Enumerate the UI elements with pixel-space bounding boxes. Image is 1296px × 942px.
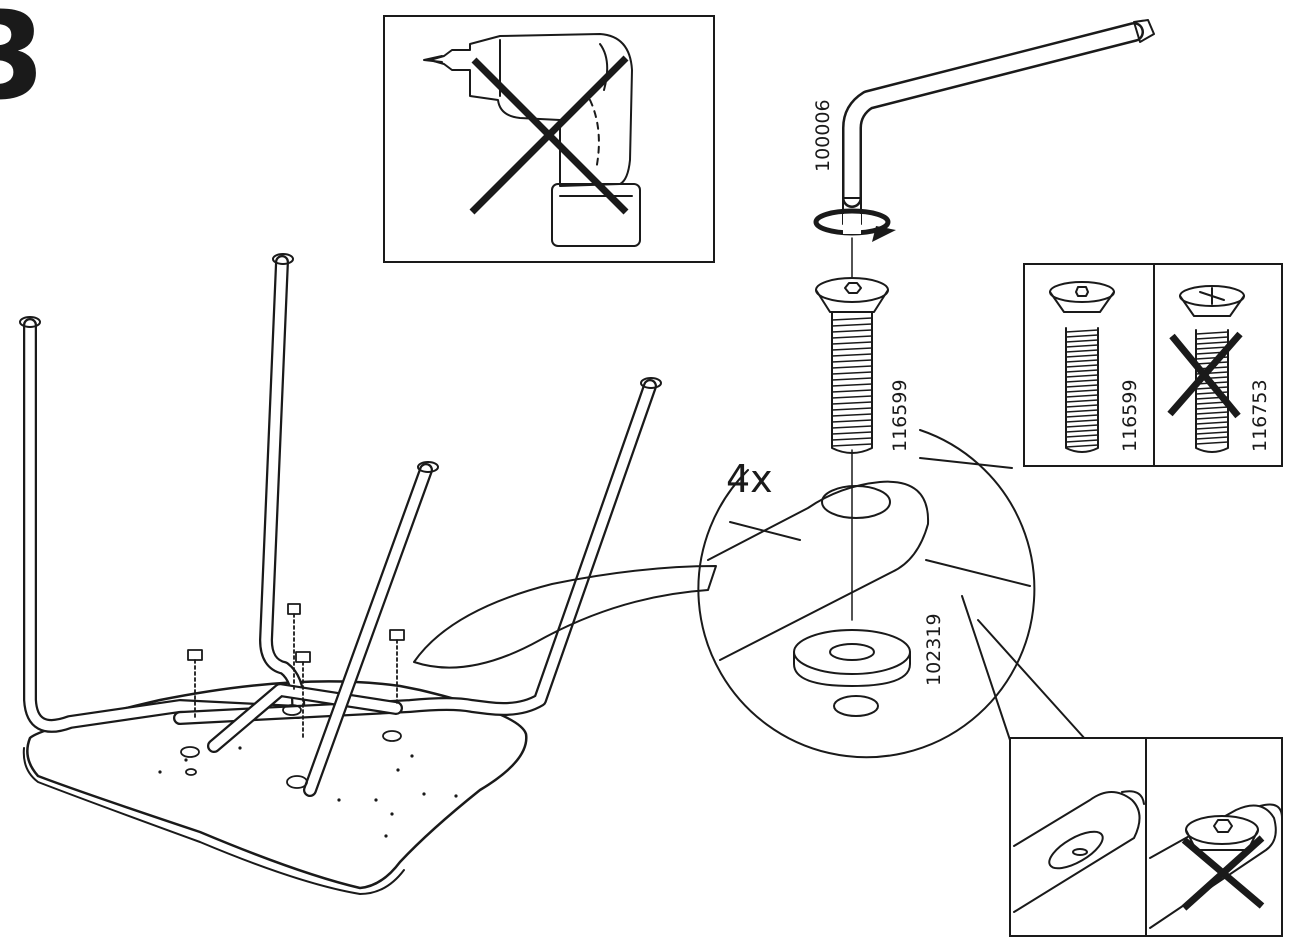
screw-thread [831, 413, 873, 417]
screw-thread [1195, 411, 1229, 415]
screw-thread [1195, 441, 1229, 445]
screw-thread [1195, 341, 1229, 345]
screw-thread [1065, 349, 1099, 353]
prohibited-cross [1167, 331, 1243, 417]
screw-thread [1065, 399, 1099, 403]
screw-thread [831, 359, 873, 363]
screw-thread [831, 407, 873, 411]
washer-part-number: 102319 [923, 613, 945, 686]
flush-screw-detail [1013, 790, 1145, 913]
prohibited-cross [1181, 835, 1265, 911]
protruding-screw-detail [1149, 803, 1283, 929]
screw-thread [1195, 426, 1229, 430]
screw-thread [831, 395, 873, 399]
screw-seating-panel [1009, 737, 1283, 937]
screw-thread [1195, 346, 1229, 350]
screw-thread [1065, 434, 1099, 438]
screw-thread [1065, 344, 1099, 348]
screw-thread [1065, 369, 1099, 373]
screw-thread [1065, 339, 1099, 343]
screw-thread [831, 431, 873, 435]
screw-thread [831, 419, 873, 423]
screw-thread [831, 341, 873, 345]
allen-key-icon [842, 19, 1155, 225]
screw-thread [1065, 419, 1099, 423]
screw-thread [831, 353, 873, 357]
screw-thread [1065, 439, 1099, 443]
screw-thread [1065, 384, 1099, 388]
washer-icon [793, 629, 911, 717]
screw-thread [1065, 329, 1099, 333]
screw-thread [1065, 389, 1099, 393]
screw-thread [831, 347, 873, 351]
screw-thread [831, 329, 873, 333]
screw-thread [831, 377, 873, 381]
screw-thread [1065, 409, 1099, 413]
screw-thread [1065, 364, 1099, 368]
screw-thread [1195, 416, 1229, 420]
screw-thread [1065, 354, 1099, 358]
screw-part-number: 116599 [889, 379, 911, 452]
screw-thread [831, 365, 873, 369]
prohibited-cross [469, 55, 629, 215]
correct-screw-part-number: 116599 [1119, 379, 1141, 452]
screw-thread [831, 425, 873, 429]
screw-thread [1065, 424, 1099, 428]
phillips-screw-icon [1179, 285, 1245, 453]
screw-thread [831, 383, 873, 387]
screw-thread [1065, 429, 1099, 433]
screw-thread [831, 443, 873, 447]
screw-thread [1195, 431, 1229, 435]
screw-thread [1065, 374, 1099, 378]
screw-thread [831, 371, 873, 375]
screw-thread [831, 335, 873, 339]
screw-thread [1065, 404, 1099, 408]
screw-thread [1195, 436, 1229, 440]
screw-thread [831, 323, 873, 327]
screw-thread [831, 317, 873, 321]
screw-comparison-panel: 116599 116753 [1023, 263, 1283, 467]
screw-icon [815, 277, 889, 454]
allen-key-part-number: 100006 [812, 99, 834, 172]
hex-socket-screw-icon [1049, 281, 1115, 453]
screw-thread [1065, 334, 1099, 338]
screw-thread [1195, 406, 1229, 410]
wrong-screw-part-number: 116753 [1249, 379, 1271, 452]
screw-thread [831, 401, 873, 405]
screw-thread [1195, 331, 1229, 335]
no-power-drill-panel [383, 15, 715, 263]
screw-thread [1065, 379, 1099, 383]
step-number: 3 [0, 0, 46, 127]
detail-magnifier: 4x 102319 [697, 429, 1087, 759]
screw-thread [1065, 394, 1099, 398]
screw-thread [831, 389, 873, 393]
screw-thread [831, 437, 873, 441]
screw-thread [1065, 414, 1099, 418]
screw-thread [1195, 421, 1229, 425]
screw-thread [1065, 359, 1099, 363]
quantity-label: 4x [726, 457, 773, 501]
screw-thread [1195, 336, 1229, 340]
rotate-clockwise-icon [813, 208, 896, 242]
screw-thread [1065, 444, 1099, 448]
chair-illustration [19, 253, 717, 895]
